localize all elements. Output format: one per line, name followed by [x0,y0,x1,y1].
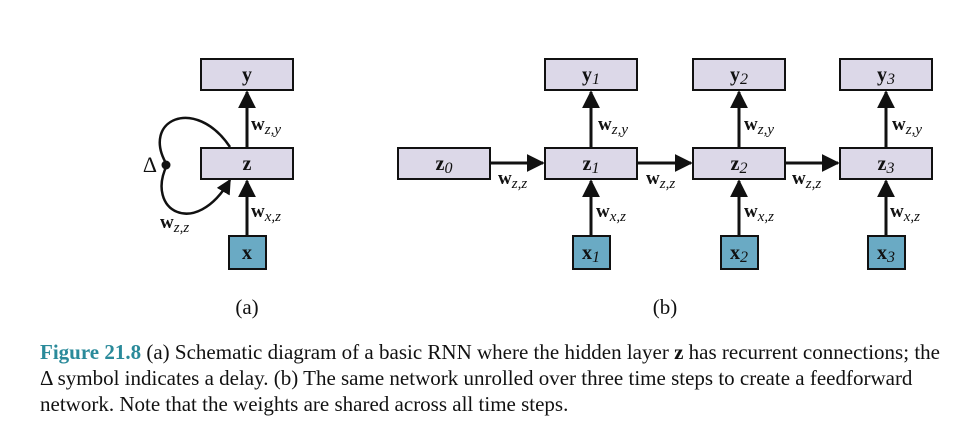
weight-a-xz: wx,z [251,201,281,225]
panel-b-label: (b) [653,295,678,319]
weight-b-xz2: wx,z [744,201,774,225]
node-b-y3-label: y3 [877,64,895,88]
weight-b-xz1: wx,z [596,201,626,225]
weight-b-xz3: wx,z [890,201,920,225]
panel-a-label: (a) [235,295,258,319]
weight-b-zz2: wz,z [646,168,675,192]
timestep-1: y1 z1 x1 wz,y wx,z [544,58,638,270]
weight-a-zy: wz,y [251,114,281,138]
weight-b-zy1: wz,y [598,114,628,138]
delta-symbol: Δ [143,152,157,177]
panel-b: z0 y1 z1 x1 wz,y wx,z [397,58,933,319]
panel-a: y z x Δ wz,y wx,z [143,58,294,319]
node-b-x1-box [572,235,611,270]
figure-number: Figure 21.8 [40,340,142,364]
node-b-y2-box [692,58,786,91]
node-b-z0: z0 [397,147,491,180]
node-b-x1-label: x1 [582,242,600,266]
node-b-z3-box [839,147,933,180]
weight-b-zy3: wz,y [892,114,922,138]
weight-b-zy2: wz,y [744,114,774,138]
caption-text-2: has recurrent connections; the Δ symbol … [40,340,940,416]
node-a-x: x [228,235,267,270]
node-a-y: y [200,58,294,91]
node-b-z1-label: z1 [583,153,600,177]
node-a-y-box [200,58,294,91]
timestep-3: y3 z3 x3 wz,y wx,z [839,58,933,270]
node-a-z-label: z [243,153,252,175]
caption-text-1: (a) Schematic diagram of a basic RNN whe… [141,340,675,364]
node-a-z: z [200,147,294,180]
node-a-x-box [228,235,267,270]
weight-a-zz: wz,z [160,212,189,236]
delay-dot [161,160,171,170]
caption-bold-z: z [674,340,684,364]
node-b-z0-label: z0 [436,153,453,177]
node-b-y1-label: y1 [582,64,600,88]
timestep-2: y2 z2 x2 wz,y wx,z [692,58,786,270]
weight-b-zz1: wz,z [498,168,527,192]
node-b-y2-label: y2 [730,64,748,88]
weight-b-zz3: wz,z [792,168,821,192]
figure-caption: Figure 21.8 (a) Schematic diagram of a b… [40,339,945,417]
node-b-x2-label: x2 [730,242,748,266]
node-a-x-label: x [242,242,252,264]
node-b-z3-label: z3 [878,153,895,177]
node-b-y3-box [839,58,933,91]
node-b-z2-label: z2 [731,153,748,177]
node-b-y1-box [544,58,638,91]
node-b-z2-box [692,147,786,180]
node-b-x3-label: x3 [877,242,895,266]
node-a-y-label: y [242,64,252,86]
